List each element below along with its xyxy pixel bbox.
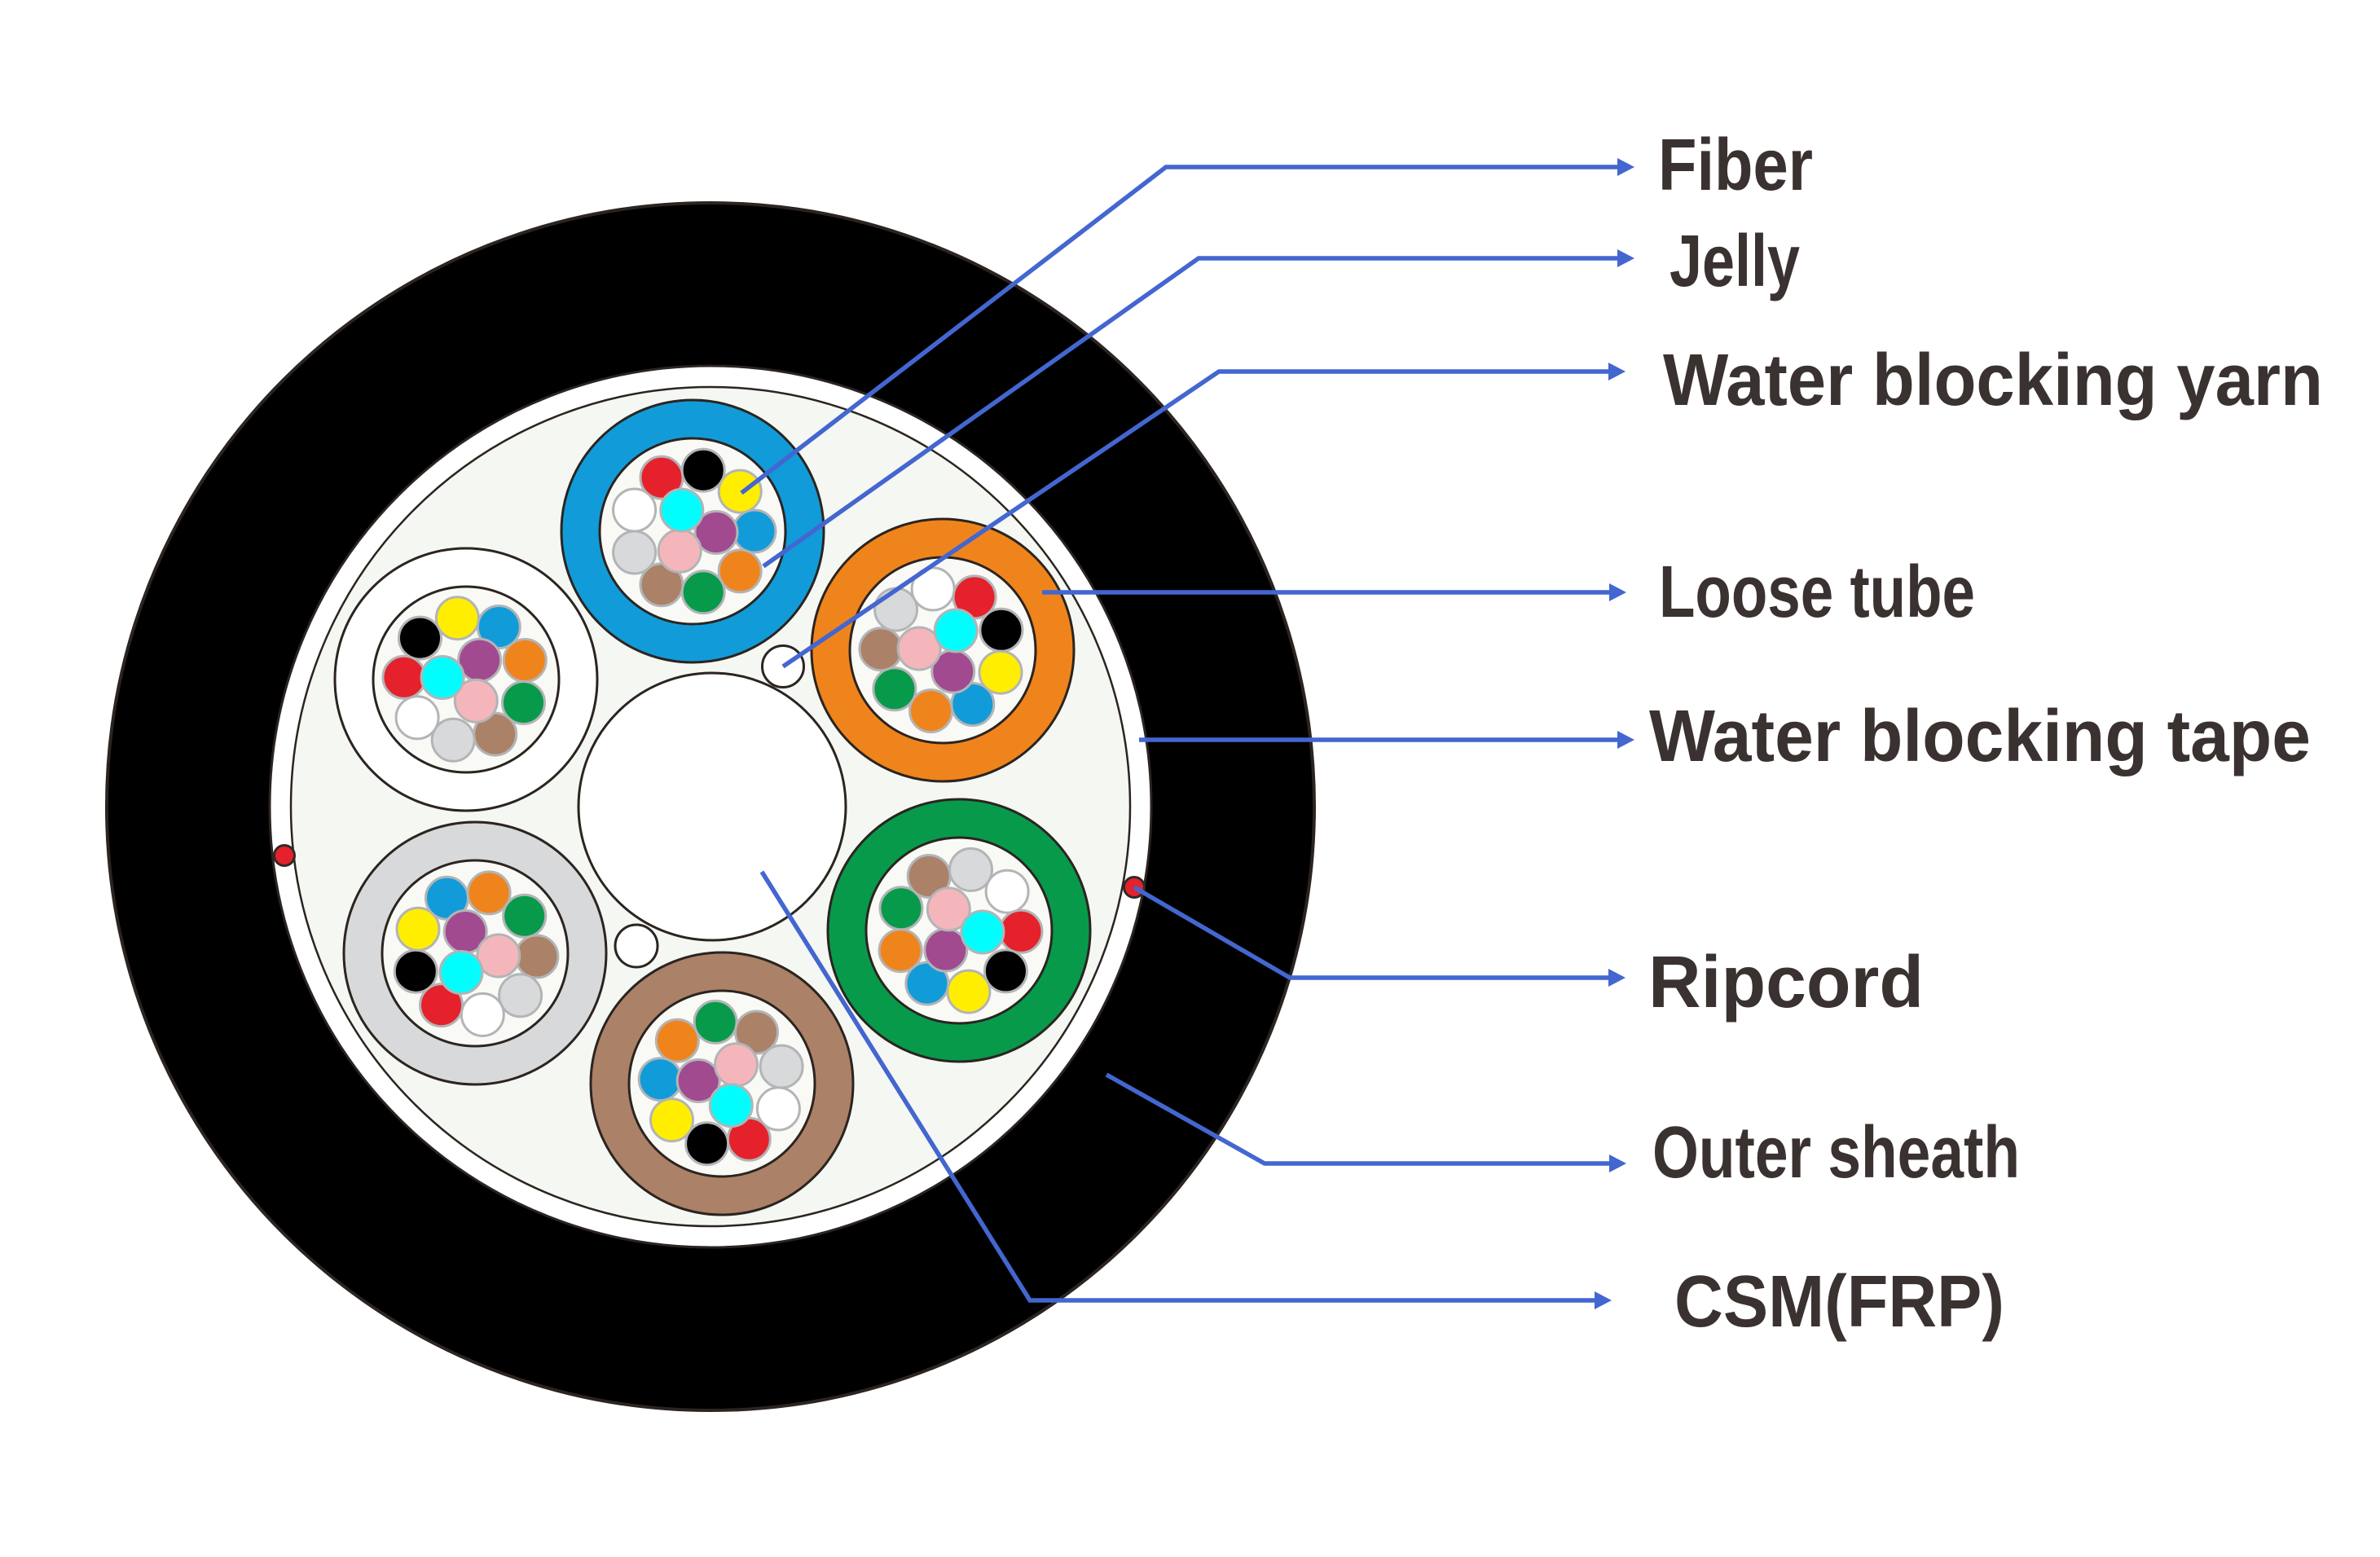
- svg-text:Loose tube: Loose tube: [1659, 552, 1975, 633]
- svg-text:Water blocking tape: Water blocking tape: [1649, 696, 2311, 777]
- svg-text:Fiber: Fiber: [1658, 125, 1813, 206]
- svg-text:Water blocking yarn: Water blocking yarn: [1663, 340, 2323, 421]
- svg-text:Jelly: Jelly: [1670, 221, 1800, 302]
- svg-text:Outer sheath: Outer sheath: [1652, 1112, 2020, 1194]
- svg-text:Ripcord: Ripcord: [1648, 942, 1924, 1023]
- svg-text:CSM(FRP): CSM(FRP): [1674, 1261, 2004, 1343]
